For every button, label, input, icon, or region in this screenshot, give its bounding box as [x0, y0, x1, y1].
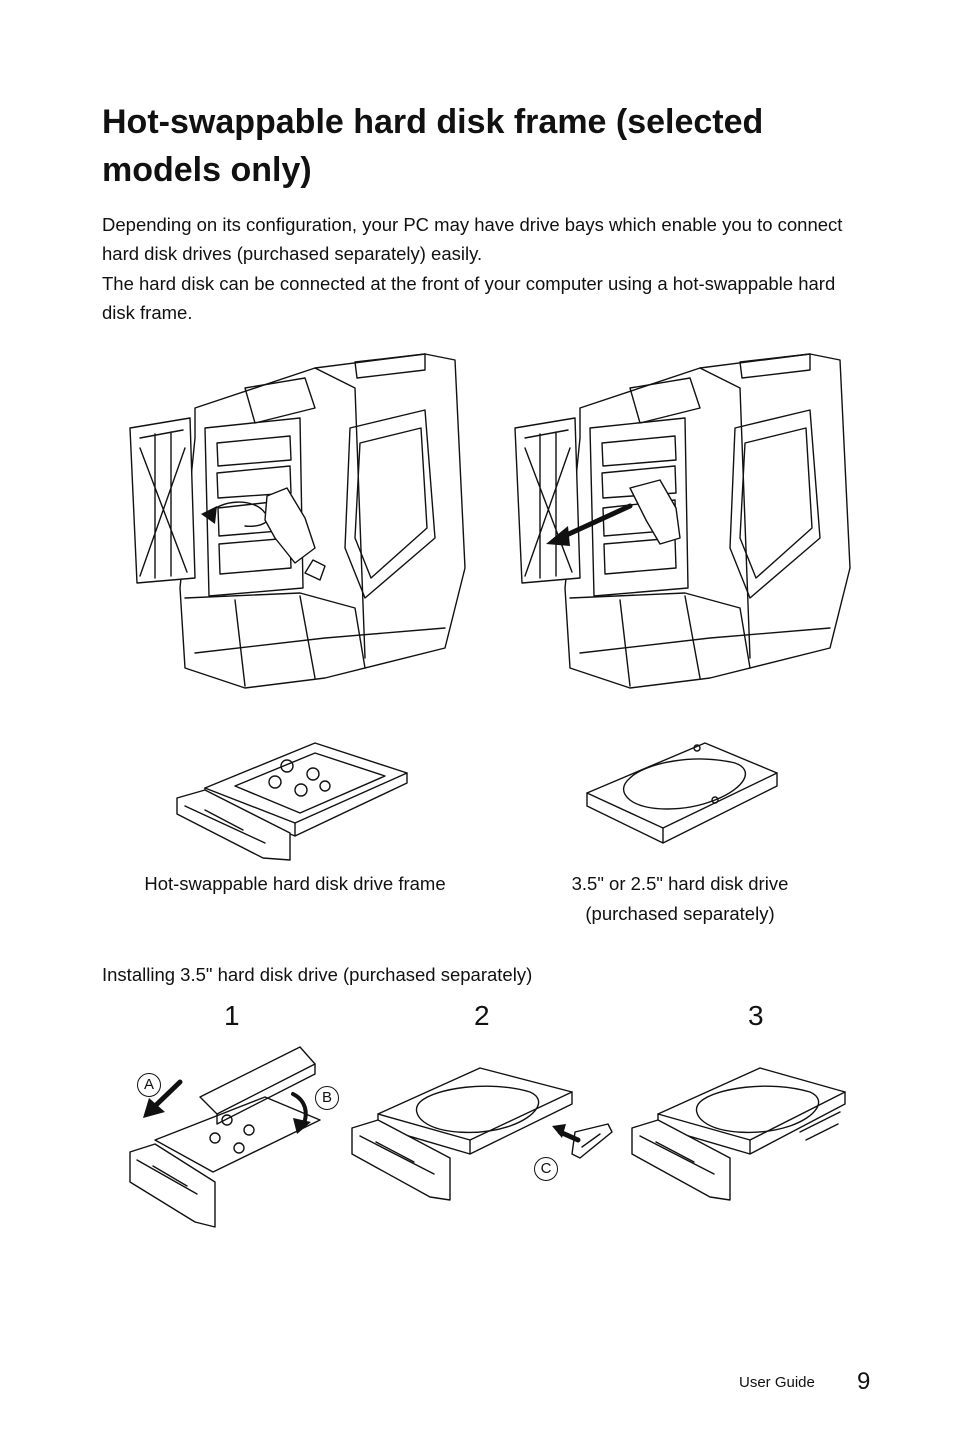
step-number-1: 1 [224, 1000, 240, 1031]
intro-paragraph: Depending on its configuration, your PC … [102, 214, 843, 264]
connection-paragraph: The hard disk can be connected at the fr… [102, 273, 836, 323]
step-number-2: 2 [474, 1000, 490, 1031]
installation-heading: Installing 3.5" hard disk drive (purchas… [102, 964, 533, 985]
hard-disk-drive-illustration [585, 738, 780, 850]
drive-caption: 3.5" or 2.5" hard disk drive (purchased … [520, 869, 840, 929]
page-title: Hot-swappable hard disk frame (selected … [102, 103, 764, 189]
callout-c: C [534, 1157, 558, 1181]
hot-swappable-frame-illustration [175, 738, 410, 863]
drive-caption-line2: (purchased separately) [585, 903, 775, 924]
callout-b: B [315, 1086, 339, 1110]
drive-caption-line1: 3.5" or 2.5" hard disk drive [571, 873, 789, 894]
footer-label: User Guide [739, 1374, 815, 1391]
step-number-3: 3 [748, 1000, 764, 1031]
frame-caption: Hot-swappable hard disk drive frame [110, 869, 480, 899]
callout-a: A [137, 1073, 161, 1097]
step-1-illustration [125, 1042, 325, 1232]
frame-caption-text: Hot-swappable hard disk drive frame [144, 873, 446, 894]
step-3-illustration [630, 1062, 855, 1207]
step-2-illustration [350, 1062, 615, 1207]
pc-tower-illustration-right [510, 348, 855, 693]
pc-tower-illustration-left [125, 348, 470, 693]
page-number: 9 [857, 1368, 871, 1395]
